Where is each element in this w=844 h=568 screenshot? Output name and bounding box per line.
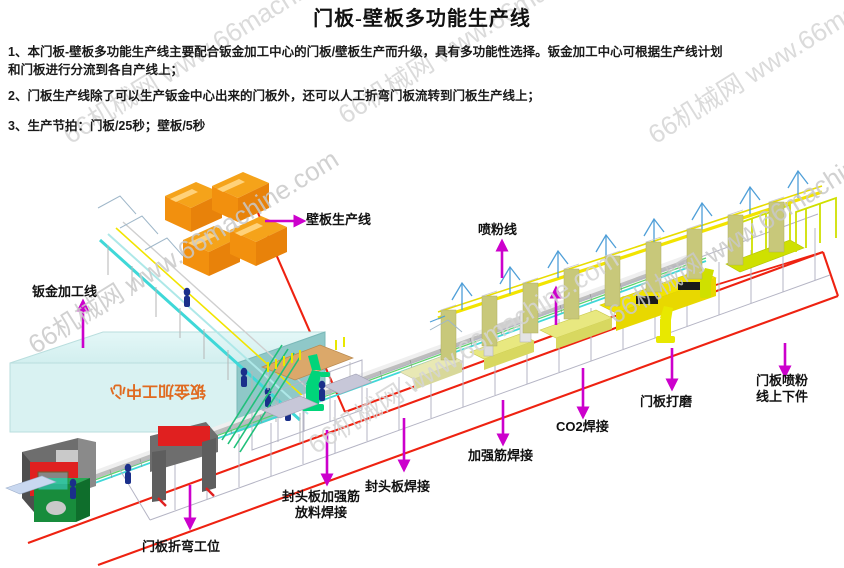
hanger-bracket	[451, 169, 809, 310]
transfer-robot	[700, 268, 714, 298]
intro-paragraph-1-cont: 和门板进行分流到各自产线上；	[8, 63, 184, 77]
callout-line-2: 放料焊接	[295, 505, 348, 520]
callout-door-grinding: 门板打磨	[640, 394, 693, 409]
callout-arrows	[76, 214, 792, 531]
robot-cell	[221, 337, 373, 453]
intro-paragraph-3: 3、生产节拍：门板/25秒；壁板/5秒	[8, 119, 206, 133]
wall-panel-stack	[165, 172, 287, 276]
callout-wall-panel-line: 壁板生产线	[306, 212, 372, 227]
intro-paragraph-1: 1、本门板-壁板多功能生产线主要配合钣金加工中心的门板/壁板生产而升级，具有多功…	[8, 45, 723, 59]
callout-line-1: 门板喷粉	[756, 373, 809, 388]
callout-sheet-metal-line: 钣金加工线	[32, 284, 98, 299]
intro-paragraph-2: 2、门板生产线除了可以生产钣金中心出来的门板外，还可以人工折弯门板流转到门板生产…	[8, 89, 540, 103]
callout-door-bending-station: 门板折弯工位	[142, 539, 221, 554]
callout-head-plate-rib-feed-weld: 封头板加强筋 放料焊接	[282, 489, 360, 521]
green-rail	[221, 344, 301, 453]
grinding-robot	[656, 306, 675, 343]
page-title: 门板-壁板多功能生产线	[313, 8, 531, 30]
bending-machine-right	[150, 422, 218, 507]
machine-box-label: 钣金加工中心	[110, 382, 206, 401]
callout-line-2: 线上下件	[756, 389, 809, 404]
callout-rib-welding: 加强筋焊接	[468, 448, 534, 463]
hanging-door-panel	[440, 201, 785, 361]
station-powder-load-unload	[700, 196, 837, 298]
fixture-pins	[267, 337, 345, 372]
callout-powder-coating-line: 喷粉线	[478, 222, 518, 237]
overhead-powder-conveyor	[429, 169, 823, 361]
worker-figure	[183, 287, 292, 421]
worker-figure	[69, 463, 132, 499]
callout-co2-welding: CO2焊接	[556, 419, 609, 434]
callout-door-powder-load-unload: 门板喷粉 线上下件	[756, 373, 808, 405]
callout-line-1: 封头板加强筋	[282, 489, 361, 504]
bending-machine-green	[5, 471, 90, 522]
callout-head-plate-welding: 封头板焊接	[365, 479, 431, 494]
